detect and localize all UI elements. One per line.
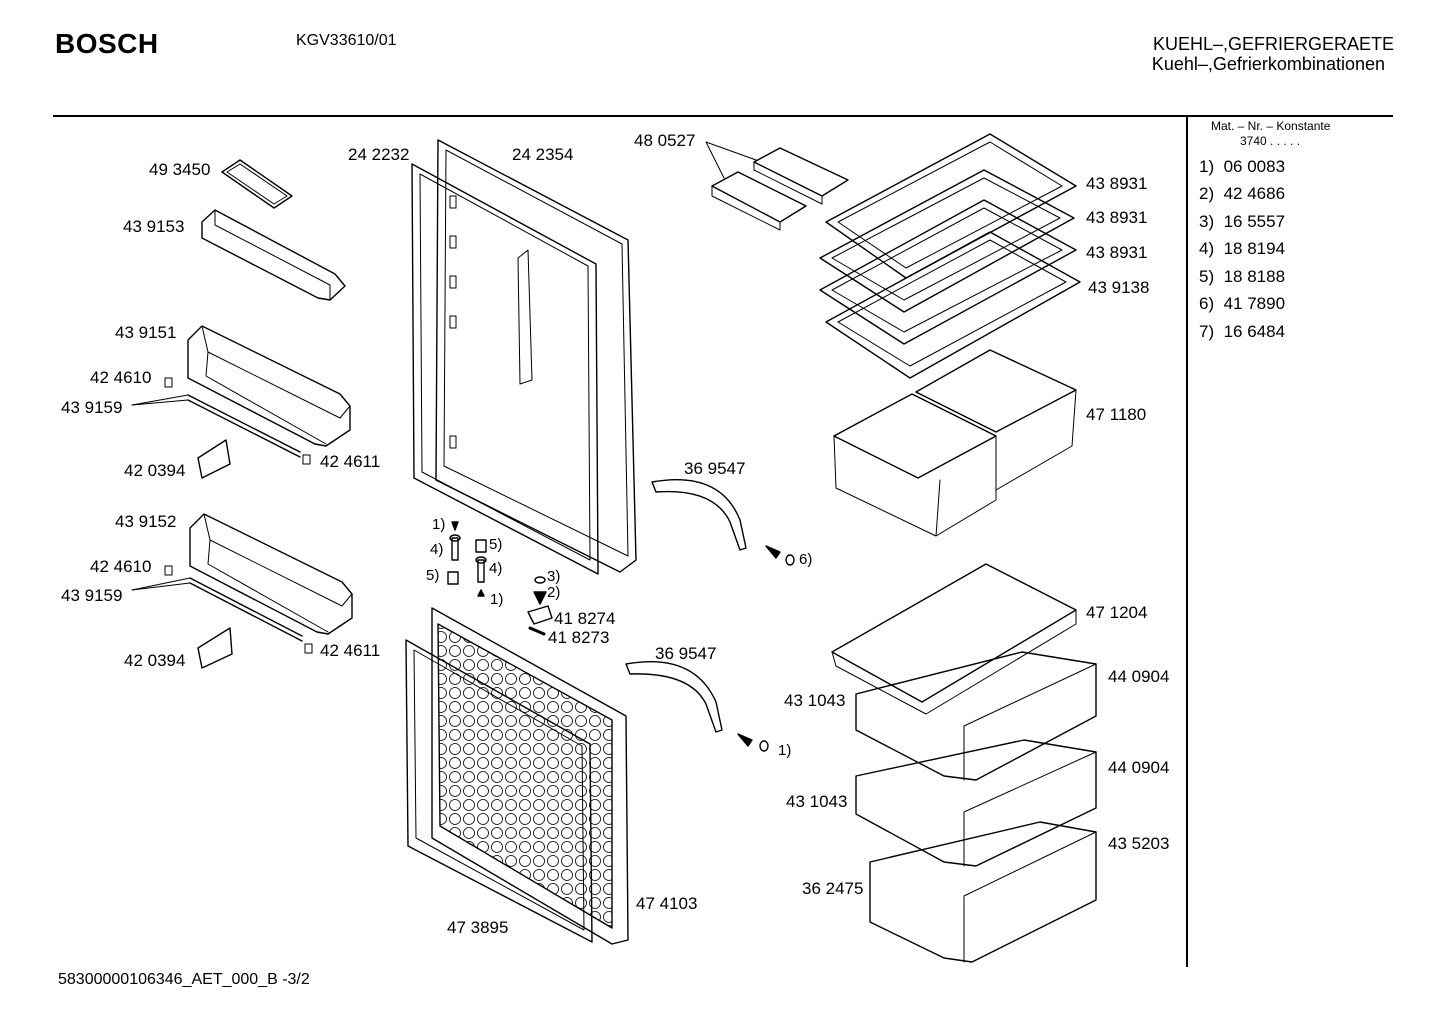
part-label: 43 8931: [1086, 243, 1148, 262]
ref-marker: 3): [547, 568, 561, 585]
part-label: 36 9547: [684, 459, 746, 478]
konstante-row: 6) 41 7890: [1199, 294, 1285, 314]
sidebar-divider: [1186, 117, 1188, 967]
fridge-door: [411, 139, 637, 575]
part-label: 43 9159: [61, 586, 123, 605]
part-label: 43 1043: [786, 792, 848, 811]
brand-logo: BOSCH: [55, 28, 159, 59]
part-label: 44 0904: [1108, 667, 1170, 686]
crisper-bins: [833, 349, 1077, 537]
document-id: 58300000106346_AET_000_B -3/2: [58, 971, 310, 988]
konstante-row-val: 18 8194: [1223, 239, 1286, 258]
door-shelf-lower: [164, 513, 353, 669]
konstante-row: 3) 16 5557: [1199, 212, 1285, 232]
part-label: 42 4611: [320, 452, 381, 471]
konstante-row-val: 18 8188: [1223, 267, 1286, 286]
part-label: 36 9547: [655, 644, 717, 663]
door-handle-lower: [625, 660, 723, 733]
part-label: 49 3450: [149, 160, 211, 179]
ref-marker: 1): [490, 591, 504, 608]
part-label: 43 9151: [115, 323, 177, 342]
part-label: 42 0394: [124, 461, 186, 480]
konstante-row-num: 4): [1199, 239, 1215, 258]
category-title: KUEHL–,GEFRIERGERAETE: [1152, 34, 1394, 54]
part-label: 47 4103: [636, 894, 698, 913]
konstante-row-num: 7): [1199, 322, 1215, 341]
konstante-row-num: 6): [1199, 294, 1215, 313]
category-subtitle: Kuehl–,Gefrierkombinationen: [1151, 54, 1385, 74]
freezer-door: [405, 607, 629, 945]
part-label: 24 2354: [512, 145, 574, 164]
konstante-value: 3740 . . . . .: [1240, 134, 1301, 148]
ref-marker: 1): [778, 742, 792, 759]
part-label: 43 1043: [784, 691, 846, 710]
konstante-row-val: 41 7890: [1223, 294, 1286, 313]
ref-marker: 2): [547, 584, 561, 601]
konstante-row-val: 42 4686: [1223, 184, 1286, 203]
part-label: 41 8274: [554, 609, 616, 628]
ref-marker: 5): [489, 536, 503, 553]
part-label: 42 0394: [124, 651, 186, 670]
ref-marker: 5): [426, 567, 440, 584]
part-label: 41 8273: [548, 628, 610, 647]
part-label: 42 4610: [90, 557, 152, 576]
freezer-drawer-2: [855, 739, 1097, 867]
ref-marker: 1): [432, 516, 446, 533]
door-shelf-upper: [164, 325, 351, 479]
part-label: 43 5203: [1108, 834, 1170, 853]
konstante-row: 1) 06 0083: [1199, 157, 1285, 177]
butter-shelf-part: [201, 209, 346, 301]
konstante-row-num: 3): [1199, 212, 1215, 231]
konstante-row-num: 2): [1199, 184, 1215, 203]
part-label: 24 2232: [348, 145, 410, 164]
part-label: 43 9138: [1088, 278, 1150, 297]
model-number: KGV33610/01: [296, 32, 397, 49]
konstante-row: 4) 18 8194: [1199, 239, 1285, 259]
part-label: 43 9159: [61, 398, 123, 417]
konstante-row-val: 16 5557: [1223, 212, 1286, 231]
part-label: 48 0527: [634, 131, 696, 150]
glass-shelves: [819, 133, 1081, 379]
part-label: 42 4611: [320, 641, 381, 660]
door-handle-upper: [651, 478, 747, 551]
part-label: 43 9152: [115, 512, 177, 531]
part-label: 42 4610: [90, 368, 152, 387]
freezer-drawer-1: [855, 651, 1097, 781]
konstante-row: 7) 16 6484: [1199, 322, 1285, 342]
konstante-row-num: 5): [1199, 267, 1215, 286]
konstante-row: 5) 18 8188: [1199, 267, 1285, 287]
konstante-row-num: 1): [1199, 157, 1215, 176]
ref-marker: 4): [430, 541, 444, 558]
door-lid-part: [221, 159, 293, 209]
hinge-screws: [447, 521, 553, 636]
part-label: 43 9153: [123, 217, 185, 236]
header-divider: [53, 115, 1393, 117]
konstante-row-val: 06 0083: [1223, 157, 1286, 176]
part-label: 44 0904: [1108, 758, 1170, 777]
part-label: 47 3895: [447, 918, 509, 937]
part-label: 47 1180: [1086, 405, 1147, 424]
ref-marker: 4): [489, 560, 503, 577]
ice-trays: [705, 141, 849, 231]
konstante-row: 2) 42 4686: [1199, 184, 1285, 204]
ref-marker: 6): [799, 551, 813, 568]
part-label: 36 2475: [802, 879, 864, 898]
part-label: 43 8931: [1086, 208, 1148, 227]
part-label: 47 1204: [1086, 603, 1148, 622]
part-label: 43 8931: [1086, 174, 1148, 193]
konstante-title: Mat. – Nr. – Konstante: [1211, 119, 1331, 133]
freezer-drawer-3: [869, 821, 1097, 963]
konstante-row-val: 16 6484: [1223, 322, 1286, 341]
